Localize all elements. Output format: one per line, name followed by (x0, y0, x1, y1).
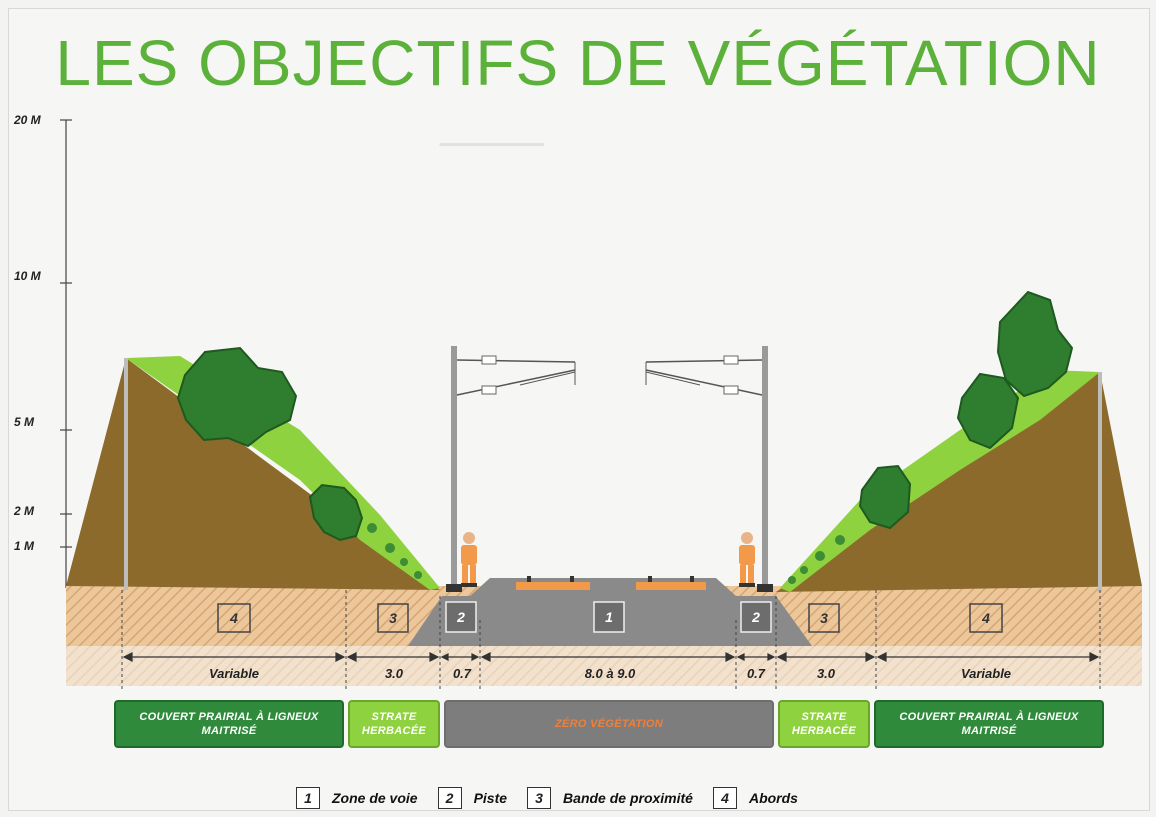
scale-label-2m: 2 M (13, 504, 35, 518)
zone-dividers (121, 590, 1101, 690)
legend-label: Abords (748, 790, 798, 806)
right-shrubs (788, 535, 845, 584)
vegetation-box-left-couvert-label: COUVERT PRAIRIAL À LIGNEUX MAITRISÉ (139, 711, 319, 737)
vegetation-box-zero: ZÉRO VÉGÉTATION (444, 700, 774, 748)
zone-legend: 1 Zone de voie 2 Piste 3 Bande de proxim… (296, 783, 808, 813)
dim-label-left-variable: Variable (209, 666, 259, 681)
zone-marker-right-piste: 2 (751, 609, 760, 625)
legend-item-abords: 4 Abords (712, 787, 798, 809)
legend-item-zone-voie: 1 Zone de voie (296, 787, 418, 809)
dim-label-left-piste: 0.7 (453, 666, 472, 681)
dim-label-right-variable: Variable (961, 666, 1011, 681)
background-bleed-text: ▁▁▁▁▁▁▁▁▁ (440, 129, 544, 146)
zone-markers: 4 3 2 1 2 3 4 (217, 601, 1003, 633)
right-tree-small (858, 464, 912, 530)
left-worker-figure (461, 532, 477, 587)
vegetation-box-right-couvert-label: COUVERT PRAIRIAL À LIGNEUX MAITRISÉ (899, 711, 1079, 737)
scale-label-5m: 5 M (14, 415, 35, 429)
right-catenary-mast (645, 346, 773, 592)
left-track-sleeper (516, 582, 590, 590)
right-tree-middle (956, 372, 1020, 450)
zone-marker-right-abords: 4 (981, 610, 990, 626)
left-tree-small (308, 483, 364, 542)
scale-label-1m: 1 M (14, 539, 35, 553)
ground-band-lower (66, 646, 1142, 686)
zone-marker-right-proximite: 3 (820, 610, 828, 626)
vegetation-box-left-couvert: COUVERT PRAIRIAL À LIGNEUX MAITRISÉ (114, 700, 344, 748)
right-track-sleeper (636, 582, 706, 590)
dim-label-right-piste: 0.7 (747, 666, 766, 681)
vegetation-box-right-couvert: COUVERT PRAIRIAL À LIGNEUX MAITRISÉ (874, 700, 1104, 748)
dim-label-right-bande: 3.0 (817, 666, 836, 681)
legend-number: 4 (712, 787, 737, 809)
right-tree-large (996, 290, 1074, 398)
legend-item-bande-proximite: 3 Bande de proximité (527, 787, 693, 809)
legend-label: Bande de proximité (563, 790, 693, 806)
legend-item-piste: 2 Piste (437, 787, 508, 809)
vegetation-box-right-strate: STRATE HERBACÉE (778, 700, 870, 748)
left-catenary-mast (446, 346, 576, 592)
legend-number: 1 (296, 787, 320, 809)
legend-number: 2 (437, 787, 462, 809)
right-worker-figure (739, 532, 755, 587)
scale-label-10m: 10 M (14, 269, 42, 283)
left-shrubs (367, 523, 422, 579)
dim-label-left-bande: 3.0 (385, 666, 404, 681)
right-embankment (776, 370, 1142, 592)
left-tree-large (176, 346, 298, 448)
vegetation-box-left-strate: STRATE HERBACÉE (348, 700, 440, 748)
zone-marker-voie: 1 (605, 609, 613, 625)
dimension-arrows (122, 652, 1100, 662)
legend-label: Zone de voie (332, 790, 418, 806)
height-scale: 20 M 10 M 5 M 2 M 1 M (13, 113, 72, 588)
dim-label-voie: 8.0 à 9.0 (585, 666, 636, 681)
legend-number: 3 (527, 787, 552, 809)
vegetation-box-left-strate-label: STRATE HERBACÉE (361, 711, 427, 737)
legend-label: Piste (473, 790, 508, 806)
vegetation-box-zero-label: ZÉRO VÉGÉTATION (555, 718, 663, 730)
page-title: LES OBJECTIFS DE VÉGÉTATION (55, 27, 1101, 99)
zone-marker-left-piste: 2 (456, 609, 465, 625)
zone-marker-left-abords: 4 (229, 610, 238, 626)
vegetation-box-right-strate-label: STRATE HERBACÉE (791, 711, 857, 737)
zone-marker-left-proximite: 3 (389, 610, 397, 626)
scale-label-20m: 20 M (13, 113, 42, 127)
